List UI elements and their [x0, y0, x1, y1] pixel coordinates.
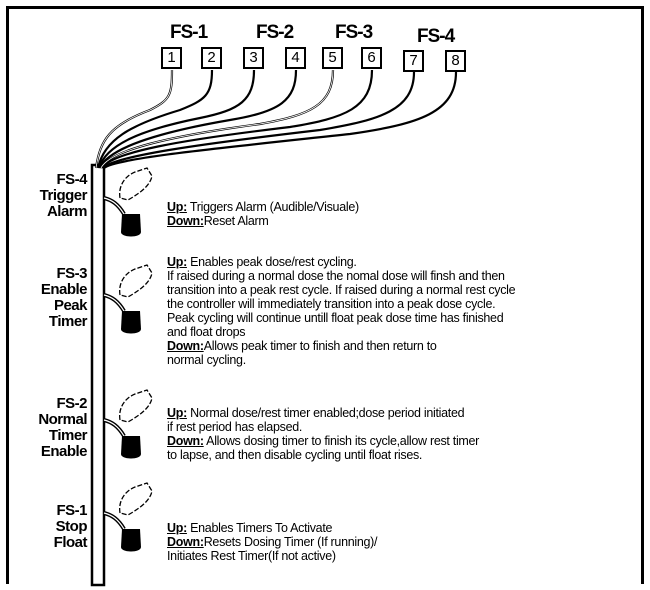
switch-label-fs4: FS-4 Trigger Alarm	[39, 171, 88, 220]
desc-line: Up: Enables peak dose/rest cycling.	[167, 255, 357, 269]
float-switch-fs2	[103, 389, 153, 459]
desc-line: Up: Triggers Alarm (Audible/Visuale)	[167, 200, 359, 214]
switch-label-fs3: FS-3 Enable Peak Timer	[40, 265, 88, 330]
desc-line: Initiates Rest Timer(If not active)	[167, 549, 336, 563]
description-fs4: Up: Triggers Alarm (Audible/Visuale) Dow…	[167, 200, 359, 228]
group-label-fs3: FS-3	[335, 22, 373, 43]
desc-line: Down:Reset Alarm	[167, 214, 269, 228]
desc-line: Up: Normal dose/rest timer enabled;dose …	[167, 406, 465, 420]
terminal-5: 5	[322, 47, 343, 69]
desc-line: Up: Enables Timers To Activate	[167, 521, 333, 535]
float-switch-fs3	[103, 264, 153, 334]
float-switch-fs4	[103, 167, 153, 237]
desc-line: If raised during a normal dose the nomal…	[167, 269, 505, 283]
terminal-1: 1	[161, 47, 182, 69]
cable-bundle	[94, 69, 458, 169]
group-label-fs2: FS-2	[256, 22, 294, 43]
group-label-fs1: FS-1	[170, 22, 208, 43]
desc-line: normal cycling.	[167, 353, 246, 367]
desc-line: Peak cycling will continue untill float …	[167, 311, 504, 325]
desc-line: Down:Allows peak timer to finish and the…	[167, 339, 437, 353]
desc-line: and float drops	[167, 325, 246, 339]
description-fs1: Up: Enables Timers To Activate Down:Rese…	[167, 521, 377, 563]
desc-line: to lapse, and then disable cycling until…	[167, 448, 423, 462]
desc-line: Down:Resets Dosing Timer (If running)/	[167, 535, 378, 549]
terminal-7: 7	[403, 50, 424, 72]
terminal-6: 6	[361, 47, 382, 69]
panel-border	[6, 6, 644, 584]
terminal-8: 8	[445, 50, 466, 72]
desc-line: if rest period has elapsed.	[167, 420, 303, 434]
switch-label-fs1: FS-1 Stop Float	[53, 502, 88, 551]
terminal-4: 4	[285, 47, 306, 69]
desc-line: transition into a peak rest cycle. If ra…	[167, 283, 516, 297]
description-fs3: Up: Enables peak dose/rest cycling. If r…	[167, 255, 516, 367]
description-fs2: Up: Normal dose/rest timer enabled;dose …	[167, 406, 479, 462]
desc-line: Down: Allows dosing timer to finish its …	[167, 434, 480, 448]
conduit	[90, 163, 106, 587]
switch-label-fs2: FS-2 Normal Timer Enable	[38, 395, 87, 460]
desc-line: the controller will immediately transiti…	[167, 297, 496, 311]
group-label-fs4: FS-4	[417, 26, 455, 47]
terminal-3: 3	[243, 47, 264, 69]
terminal-2: 2	[201, 47, 222, 69]
float-switch-fs1	[103, 482, 153, 552]
